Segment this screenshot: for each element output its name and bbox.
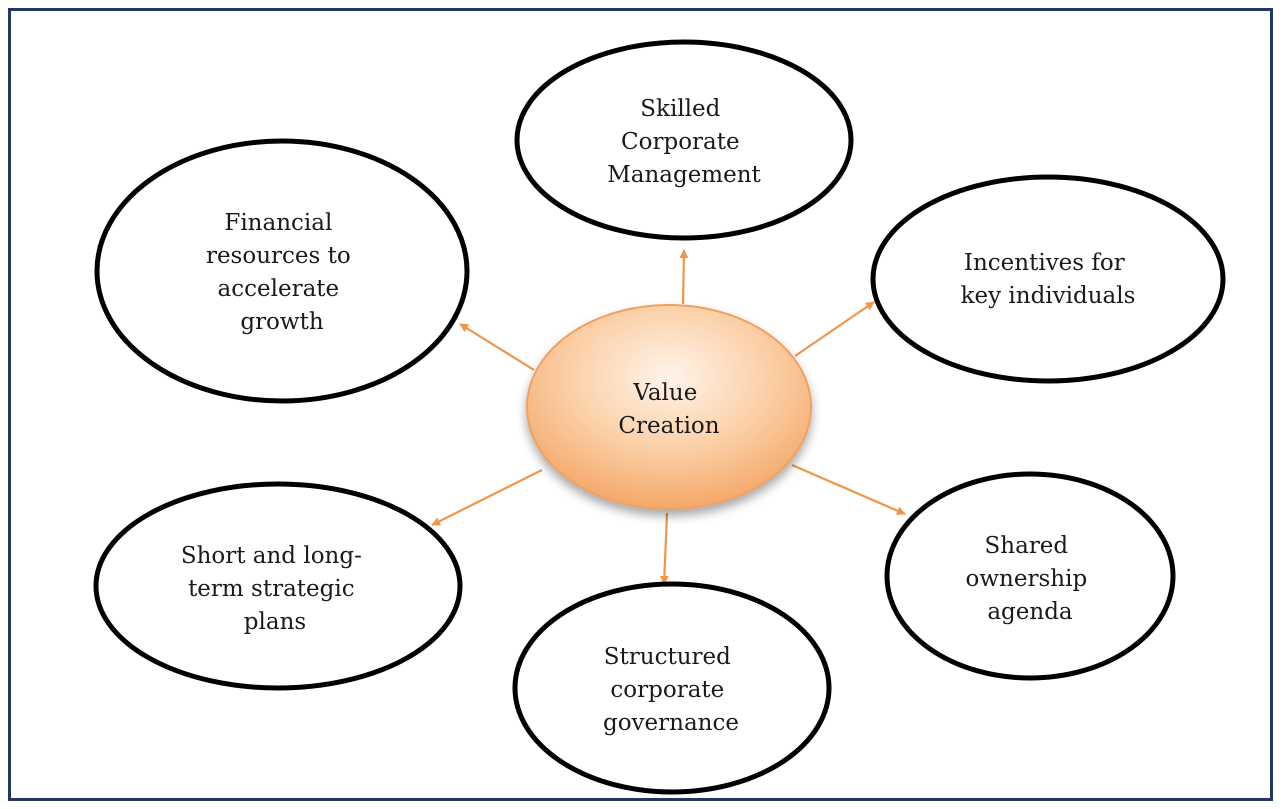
arrow-to-management [679, 249, 689, 305]
node-incentives-ellipse [870, 174, 1226, 384]
node-ownership-ellipse [884, 471, 1176, 681]
node-financial-ellipse [94, 138, 470, 404]
node-center-ellipse [526, 304, 812, 510]
arrow-to-incentives [794, 301, 875, 357]
arrow-to-ownership [791, 463, 906, 516]
node-incentives-label: Incentives for key individuals [961, 250, 1136, 309]
node-plans: Short and long- term strategic plans [93, 481, 463, 691]
arrows [431, 249, 906, 585]
node-ownership-label: Shared ownership agenda [966, 533, 1095, 625]
node-plans-label: Short and long- term strategic plans [181, 543, 369, 635]
node-incentives: Incentives for key individuals [870, 174, 1226, 384]
node-plans-ellipse [93, 481, 463, 691]
arrow-to-plans [431, 469, 543, 526]
node-center-label: Value Creation [618, 380, 719, 439]
node-governance: Structured corporate governance [512, 581, 832, 795]
node-center: Value Creation [526, 304, 812, 510]
node-governance-label: Structured corporate governance [603, 644, 739, 736]
node-governance-ellipse [512, 581, 832, 795]
arrow-to-financial [459, 323, 535, 371]
node-financial: Financial resources to accelerate growth [94, 138, 470, 404]
node-financial-label: Financial resources to accelerate growth [206, 210, 358, 335]
node-management: Skilled Corporate Management [514, 39, 854, 241]
node-management-label: Skilled Corporate Management [607, 96, 761, 188]
node-ownership: Shared ownership agenda [884, 471, 1176, 681]
arrow-to-governance [659, 512, 669, 585]
node-management-ellipse [514, 39, 854, 241]
